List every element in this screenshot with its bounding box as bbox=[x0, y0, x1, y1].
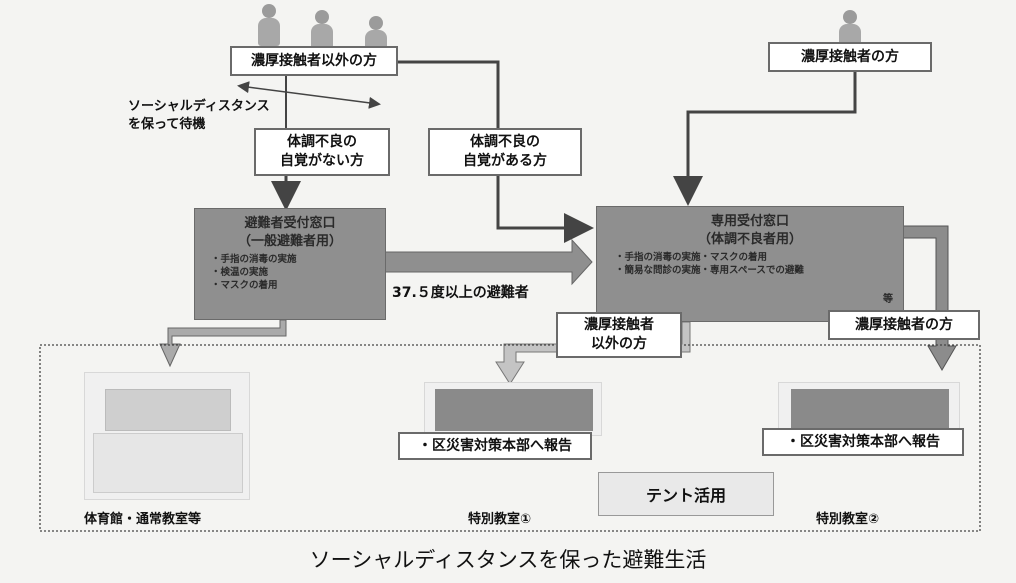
living-area-frame bbox=[39, 344, 981, 532]
special-desk-items: 手指の消毒の実施・マスクの着用 簡易な問診の実施・専用スペースでの避難 bbox=[605, 252, 895, 278]
social-distance-note: ソーシャルディスタンス を保って待機 bbox=[128, 99, 270, 132]
non-close-contact-label-mid: 濃厚接触者 以外の方 bbox=[556, 312, 682, 358]
list-item: 簡易な問診の実施・専用スペースでの避難 bbox=[615, 265, 895, 278]
page-title: ソーシャルディスタンスを保った避難生活 bbox=[309, 548, 707, 572]
with-symptom-label: 体調不良の 自覚がある方 bbox=[428, 128, 582, 176]
close-contact-label-top: 濃厚接触者の方 bbox=[768, 42, 932, 72]
general-desk-items: 手指の消毒の実施 検温の実施 マスクの着用 bbox=[201, 254, 379, 292]
route-line-close-contact bbox=[673, 72, 857, 206]
route-arrow-room1 bbox=[495, 321, 691, 385]
special-room-2-image bbox=[778, 382, 960, 436]
list-item: 検温の実施 bbox=[211, 267, 379, 280]
list-item: マスクの着用 bbox=[211, 280, 379, 293]
person-icon bbox=[308, 10, 336, 54]
close-contact-label-mid: 濃厚接触者の方 bbox=[828, 310, 980, 340]
non-close-contact-label-top: 濃厚接触者以外の方 bbox=[230, 46, 398, 76]
report-label-room2: ・区災害対策本部へ報告 bbox=[762, 428, 964, 456]
special-room-1-caption: 特別教室① bbox=[468, 512, 532, 527]
fever-route-label: 37.５度以上の避難者 bbox=[392, 285, 529, 301]
gym-image bbox=[84, 372, 250, 500]
special-room-1-image bbox=[424, 382, 602, 436]
tent-label: テント活用 bbox=[598, 472, 774, 516]
social-distance-arrow bbox=[237, 81, 381, 109]
no-symptom-label: 体調不良の 自覚がない方 bbox=[254, 128, 390, 176]
list-item: 手指の消毒の実施 bbox=[211, 254, 379, 267]
fever-route-arrow bbox=[381, 238, 593, 286]
gym-caption: 体育館・通常教室等 bbox=[84, 512, 202, 527]
list-item: 手指の消毒の実施・マスクの着用 bbox=[615, 252, 895, 265]
route-arrow-gym bbox=[159, 319, 287, 368]
person-icon bbox=[255, 4, 283, 48]
report-label-room1: ・区災害対策本部へ報告 bbox=[398, 432, 592, 460]
special-room-2-caption: 特別教室② bbox=[816, 512, 880, 527]
special-desk-tail: 等 bbox=[883, 294, 893, 305]
general-reception-desk: 避難者受付窓口 （一般避難者用） 手指の消毒の実施 検温の実施 マスクの着用 bbox=[194, 208, 386, 320]
special-reception-desk: 専用受付窓口 （体調不良者用） 手指の消毒の実施・マスクの着用 簡易な問診の実施… bbox=[596, 206, 904, 322]
